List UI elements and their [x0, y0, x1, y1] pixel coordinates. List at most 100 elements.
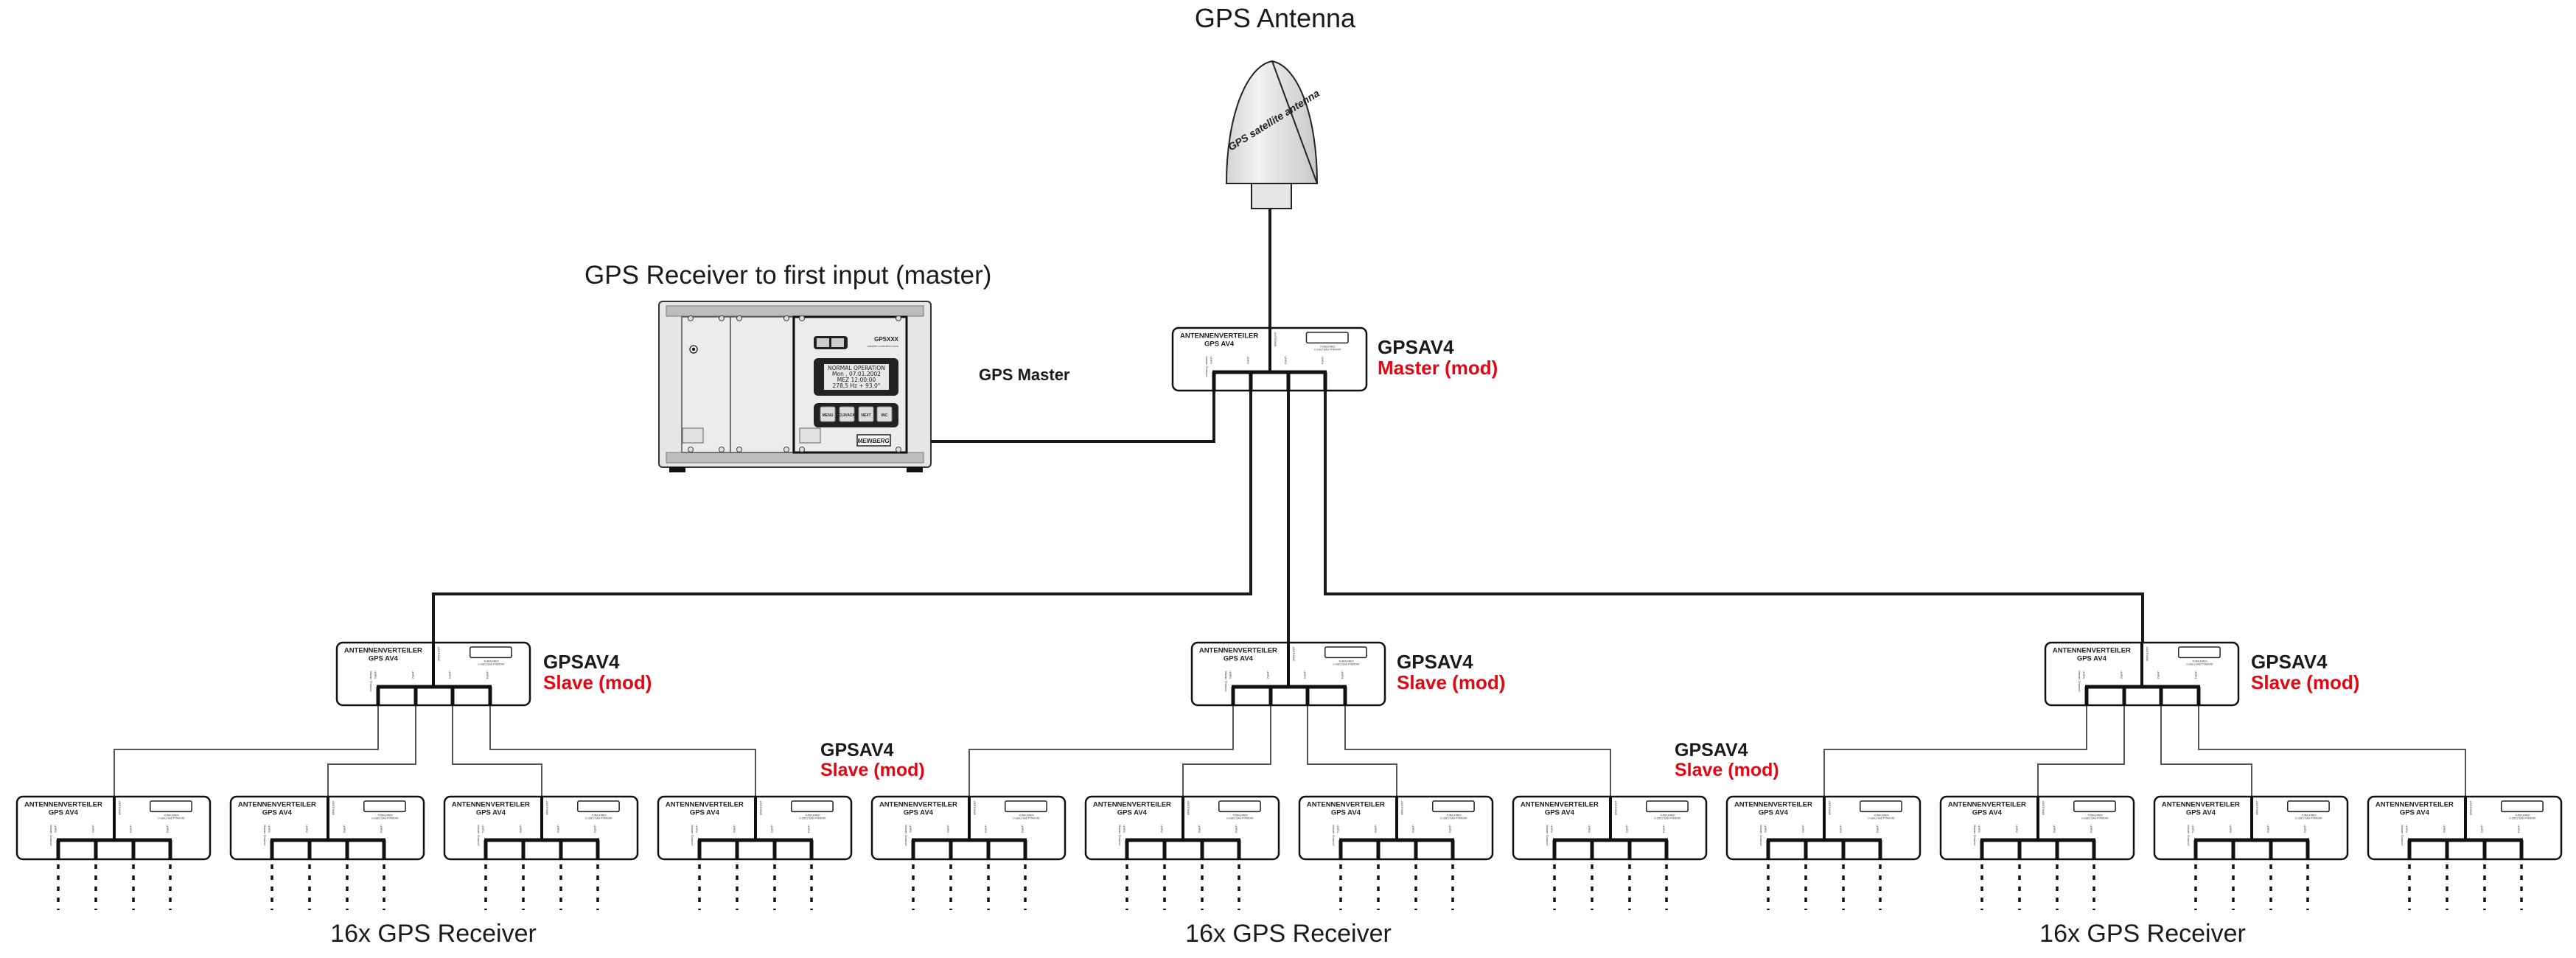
maker-line: D-31812 BAD PYRMONT [1868, 817, 1895, 820]
antenna-port-label: ANTENNE [2146, 647, 2149, 661]
receivers-group-label-1: 16x GPS Receiver [330, 920, 537, 948]
distributor-model: GPS AV4 [49, 809, 79, 817]
receiver-button-label: NEXT [861, 413, 870, 418]
port-label-uhr1: UHR1 [481, 825, 485, 833]
distributor-title: ANTENNENVERTEILER [1199, 647, 1277, 655]
antenna-port-label: ANTENNE [437, 647, 441, 661]
slave-label-name-4: GPSAV4 [820, 740, 894, 761]
receiver-button-label: MENU [823, 413, 834, 418]
maker-line: D-31812 BAD PYRMONT [2186, 663, 2213, 666]
receiver-button-inc: INC [876, 406, 893, 422]
maker-line: FUNKUHREN [592, 814, 607, 817]
slave-1-port-3-cable [452, 705, 542, 797]
port-label-uhr2: UHR2 [1588, 825, 1591, 833]
master-channel-label: Master Channel [1973, 825, 1977, 845]
port-label-uhr3: UHR3 [2266, 825, 2270, 833]
port-label-uhr2: UHR2 [2120, 671, 2123, 679]
maker-line: FUNKUHREN [1447, 814, 1462, 817]
port-label-uhr3: UHR3 [770, 825, 774, 833]
receivers-group-label-2: 16x GPS Receiver [1185, 920, 1392, 948]
maker-line: FUNKUHREN [164, 814, 180, 817]
master-channel-label: Master Channel [263, 825, 267, 845]
distributor-model: GPS AV4 [1331, 809, 1361, 817]
distributor-model: GPS AV4 [1117, 809, 1148, 817]
maker-line: FUNKUHREN [2088, 814, 2104, 817]
slave-1-port-1-cable [114, 705, 379, 797]
slave-label-role-4: Slave (mod) [820, 760, 925, 780]
antenna-port-label: ANTENNE [1400, 801, 1404, 815]
port-label-uhr3: UHR3 [1839, 825, 1843, 833]
distributor-model: GPS AV4 [690, 809, 720, 817]
master-to-slave-3-cable [1324, 391, 2144, 643]
port-label-uhr1: UHR1 [1336, 825, 1340, 833]
distributor-label-slot [363, 800, 406, 813]
distributor-label-slot [1305, 332, 1349, 344]
distributor-title: ANTENNENVERTEILER [1307, 801, 1385, 809]
display-line-4: 278,5 Hz + 93,0° [833, 382, 881, 389]
antenna-port-label: ANTENNE [2469, 801, 2473, 815]
slave-2-port-1-cable [968, 705, 1234, 797]
display-line-1: NORMAL OPERATION [828, 365, 885, 371]
port-label-uhr4: UHR4 [593, 825, 597, 833]
port-label-uhr1: UHR1 [1123, 825, 1126, 833]
distributor-label-slot [1646, 800, 1689, 813]
port-label-uhr2: UHR2 [519, 825, 523, 833]
master-channel-label: Master Channel [1118, 825, 1122, 845]
port-label-uhr3: UHR3 [1198, 825, 1201, 833]
slave-label-role-1: Slave (mod) [543, 671, 652, 693]
port-label-uhr1: UHR1 [695, 825, 699, 833]
display-line-3: MEZ 12:00:00 [837, 377, 876, 383]
antenna-port-label: ANTENNE [1828, 801, 1832, 815]
maker-line: FUNKUHREN [2516, 814, 2531, 817]
antenna-port-label: ANTENNE [2255, 801, 2259, 815]
distributor-label-slot [1432, 800, 1475, 813]
slave-3-port-1-cable [1823, 705, 2087, 797]
receiver-button-label: CLR/ACK [839, 413, 856, 418]
port-label-uhr1: UHR1 [54, 825, 57, 833]
port-label-uhr2: UHR2 [2229, 825, 2233, 833]
maker-line: D-31812 BAD PYRMONT [585, 817, 612, 820]
port-label-uhr2: UHR2 [1266, 671, 1270, 679]
distributor-label-slot [2287, 800, 2330, 813]
distributor-model: GPS AV4 [262, 809, 293, 817]
maker-line: FUNKUHREN [1320, 345, 1336, 348]
receivers-group-label-3: 16x GPS Receiver [2039, 920, 2246, 948]
port-label-uhr1: UHR1 [909, 825, 912, 833]
gps-antenna: GPS satellite antenna [1225, 60, 1322, 209]
port-label-uhr1: UHR1 [1229, 671, 1232, 679]
distributor-model: GPS AV4 [476, 809, 506, 817]
maker-line: D-31812 BAD PYRMONT [371, 817, 399, 820]
slave-3-port-3-cable [2160, 705, 2252, 797]
master-to-receiver-cable [931, 391, 1215, 443]
distributor-title: ANTENNENVERTEILER [2376, 801, 2454, 809]
port-label-uhr2: UHR2 [2443, 825, 2446, 833]
distributor-title: ANTENNENVERTEILER [879, 801, 957, 809]
maker-line: D-31812 BAD PYRMONT [2295, 817, 2322, 820]
port-label-uhr4: UHR4 [486, 671, 489, 679]
maker-line: FUNKUHREN [2193, 660, 2208, 662]
gps-receiver-device: GPSXXX satellite controlled clock NORMAL… [658, 301, 932, 472]
slave-1-port-4-cable [489, 705, 756, 797]
maker-line: FUNKUHREN [1661, 814, 1676, 817]
port-label-uhr3: UHR3 [1625, 825, 1629, 833]
maker-line: D-31812 BAD PYRMONT [1333, 663, 1360, 666]
master-to-slave-1-cable [432, 391, 1252, 643]
port-label-uhr4: UHR4 [1321, 356, 1324, 365]
port-label-uhr3: UHR3 [1284, 356, 1288, 365]
port-label-uhr4: UHR4 [1341, 671, 1344, 679]
slave-label-role-3: Slave (mod) [2251, 671, 2359, 693]
port-label-uhr3: UHR3 [1303, 671, 1307, 679]
master-channel-label: Master Channel [1759, 825, 1763, 845]
slave-label-role-5: Slave (mod) [1675, 760, 1779, 780]
port-label-uhr4: UHR4 [807, 825, 811, 833]
port-label-uhr2: UHR2 [411, 671, 415, 679]
receiver-button-menu: MENU [820, 406, 836, 422]
